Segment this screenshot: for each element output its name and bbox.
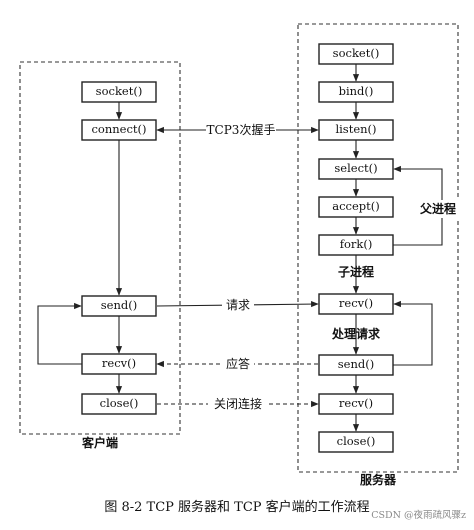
child-process-label: 子进程: [338, 264, 374, 279]
svg-text:select(): select(): [334, 161, 377, 175]
svg-text:send(): send(): [338, 357, 374, 371]
client-loop-arrow: [37, 302, 82, 365]
svg-text:accept(): accept(): [332, 199, 380, 213]
server-send-box: send(): [318, 354, 394, 376]
client-connect-box: connect(): [81, 119, 157, 141]
client-group-label: 客户端: [81, 435, 118, 450]
svg-text:bind(): bind(): [339, 84, 374, 98]
close-label-bg: [208, 395, 268, 411]
server-listen-box: listen(): [318, 119, 394, 141]
svg-text:connect(): connect(): [91, 122, 146, 136]
client-recv-box: recv(): [81, 353, 157, 375]
svg-text:socket(): socket(): [96, 84, 143, 98]
figure-caption: 图 8-2 TCP 服务器和 TCP 客户端的工作流程: [104, 499, 369, 515]
server-fork-box: fork(): [318, 234, 394, 256]
server-select-box: select(): [318, 158, 394, 180]
request-label-bg: [222, 296, 254, 312]
server-recv-box: recv(): [318, 293, 394, 315]
svg-text:recv(): recv(): [102, 356, 136, 370]
svg-text:recv(): recv(): [339, 296, 373, 310]
svg-text:socket(): socket(): [333, 46, 380, 60]
client-socket-box: socket(): [81, 81, 157, 103]
svg-text:close(): close(): [337, 434, 376, 448]
client-close-box: close(): [81, 393, 157, 415]
process-request-label: 处理请求: [331, 326, 381, 341]
server-accept-box: accept(): [318, 196, 394, 218]
client-group-border: [19, 61, 181, 435]
request-label: 请求: [226, 298, 250, 312]
server-group-border: [297, 23, 459, 473]
svg-text:recv(): recv(): [339, 396, 373, 410]
child-process-loop-arrow: [393, 300, 433, 366]
reply-label: 应答: [226, 356, 250, 371]
handshake-label-bg: [206, 121, 276, 139]
server-recv-close-box: recv(): [318, 393, 394, 415]
parent-label-bg: [416, 200, 460, 218]
server-close-box: close(): [318, 431, 394, 453]
server-socket-box: socket(): [318, 43, 394, 65]
svg-text:fork(): fork(): [340, 237, 373, 251]
svg-text:listen(): listen(): [335, 122, 376, 136]
parent-process-label: 父进程: [419, 201, 456, 216]
svg-text:send(): send(): [101, 298, 137, 312]
reply-label-bg: [222, 355, 254, 371]
watermark: CSDN @夜雨疏风骤z: [371, 509, 466, 521]
svg-text:close(): close(): [100, 396, 139, 410]
close-connection-label: 关闭连接: [214, 396, 262, 411]
server-group-label: 服务器: [360, 472, 397, 487]
handshake-label: TCP3次握手: [207, 122, 276, 137]
client-send-box: send(): [81, 295, 157, 317]
server-bind-box: bind(): [318, 81, 394, 103]
